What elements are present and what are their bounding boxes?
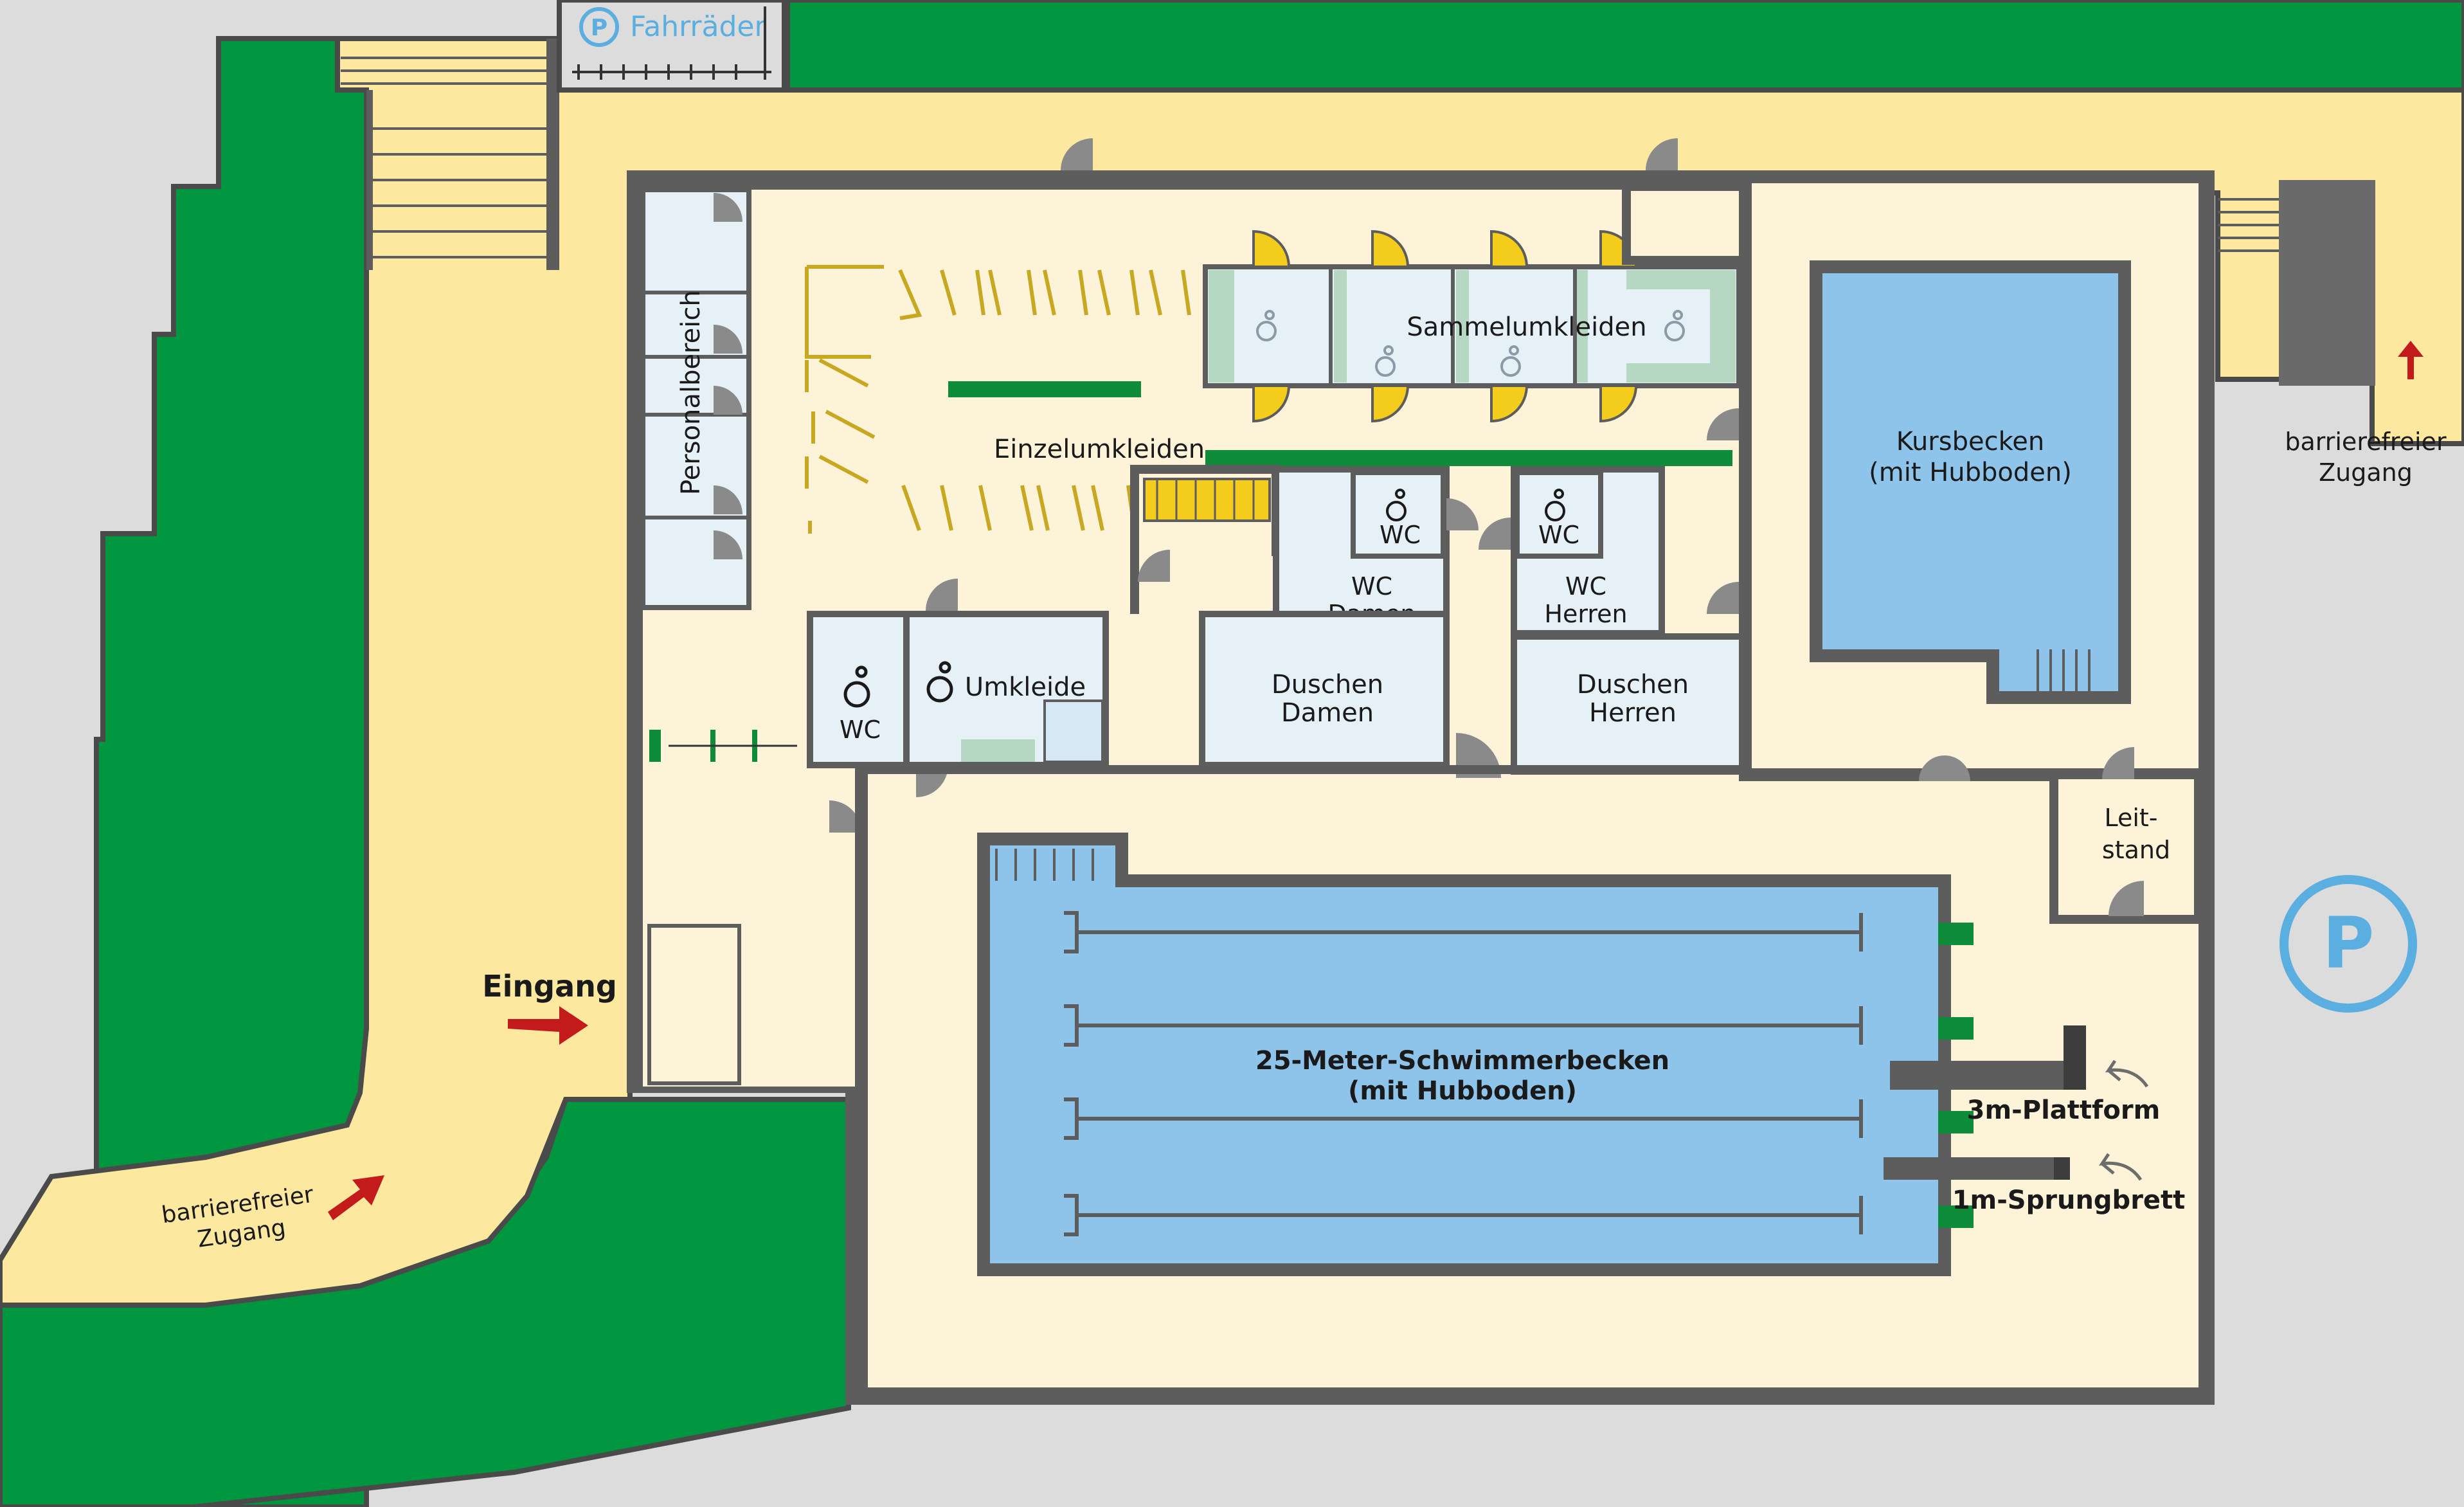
label-duschen-damen-2: Damen <box>1281 698 1374 728</box>
wall-sammel-kurs <box>1739 186 1752 598</box>
label-wc-herren-accessible: WC <box>1538 521 1579 549</box>
label-sammelumkleiden: Sammelumkleiden <box>1407 312 1646 342</box>
kursbecken-stairs <box>2037 649 2091 691</box>
kursbecken-water <box>1822 273 2118 691</box>
leitstand-door-bottom[interactable] <box>2109 881 2144 916</box>
label-duschen-damen-1: Duschen <box>1272 670 1383 699</box>
door-right-wc[interactable] <box>1707 582 1739 614</box>
wall-hall-top <box>855 765 1749 774</box>
umkleide-bench <box>961 739 1035 762</box>
entrance-arrow-icon <box>508 1006 588 1045</box>
parking-icon: P <box>2280 875 2417 1013</box>
parking-symbol-small: P <box>591 15 607 41</box>
entrance-turnstile <box>649 730 797 762</box>
exterior-door-1[interactable] <box>1061 138 1093 170</box>
label-sprungbrett: 1m-Sprungbrett <box>1952 1186 2186 1215</box>
wc-accessible-herren <box>1515 470 1603 559</box>
label-kursbecken: Kursbecken <box>1896 427 2045 456</box>
lane-dividers <box>1064 911 1863 1236</box>
label-zugang-right-2: Zugang <box>2319 458 2413 487</box>
starting-blocks <box>1938 923 1974 1228</box>
label-einzelumkleiden: Einzelumkleiden <box>994 435 1205 464</box>
main-pool-stairs <box>995 849 1094 881</box>
sammelumkleiden-benches <box>1209 270 1736 383</box>
label-wc-herren-1: WC <box>1565 572 1606 600</box>
personalbereich-doors[interactable] <box>714 193 742 559</box>
label-duschen-herren-1: Duschen <box>1577 670 1689 699</box>
parking-icon: P <box>579 7 619 47</box>
stair-wall-left <box>366 90 373 270</box>
stair-wall-right <box>546 39 559 270</box>
ramp-block-right <box>2279 180 2375 386</box>
wheelchair-icon <box>926 661 953 703</box>
door-wc-damen[interactable] <box>1446 498 1479 530</box>
bicycle-stand-icon <box>572 6 771 80</box>
door-wc-herren[interactable] <box>1479 518 1511 550</box>
diving-arrow-icon <box>2098 1153 2143 1181</box>
label-pool-sub: (mit Hubboden) <box>1348 1076 1577 1106</box>
wheelchair-icon <box>1386 489 1407 521</box>
label-leitstand-1: Leit- <box>2104 804 2157 832</box>
wall-hall-left <box>855 765 868 1093</box>
double-door[interactable] <box>1919 755 1970 781</box>
wheelchair-icon <box>1545 489 1565 521</box>
label-wc-herren-2: Herren <box>1544 600 1627 628</box>
storage-box-top <box>1622 182 1750 265</box>
door-corridor-left[interactable] <box>829 800 861 833</box>
label-eingang: Eingang <box>482 969 617 1004</box>
label-umkleide: Umkleide <box>965 672 1086 702</box>
label-plattform: 3m-Plattform <box>1967 1096 2161 1125</box>
label-personalbereich: Personalbereich <box>676 290 706 495</box>
wheelchair-icon <box>1256 310 1685 377</box>
bench-einzelumkleiden <box>948 381 1141 397</box>
parking-symbol-large: P <box>2323 902 2375 984</box>
door-umkleide[interactable] <box>926 579 958 611</box>
storage-lower-left <box>647 924 741 1085</box>
platform-3m <box>1890 1025 2086 1090</box>
wheelchair-icon <box>843 665 870 708</box>
bench-corridor <box>1205 450 1732 466</box>
entrance-arrow-icon <box>2398 341 2424 379</box>
einzelumkleiden-lockers <box>805 265 1191 534</box>
sammelumkleiden-dividers <box>1329 267 1577 386</box>
label-duschen-herren-2: Herren <box>1589 698 1677 728</box>
entrance-arrow-icon <box>328 1175 384 1220</box>
duschen-damen-room <box>1199 611 1450 768</box>
green-area-top <box>785 0 2464 96</box>
door-right-corridor[interactable] <box>1707 408 1739 440</box>
walkway <box>0 36 2464 1308</box>
diving-arrow-icon <box>2105 1060 2149 1088</box>
label-zugang-right-1: barrierefreier <box>2285 428 2447 456</box>
label-pool: 25-Meter-Schwimmerbecken <box>1255 1046 1669 1076</box>
leitstand-door-top[interactable] <box>2102 747 2134 779</box>
main-pool-water <box>990 845 1938 1263</box>
stairs-top <box>341 57 553 258</box>
label-wc-accessible: WC <box>840 716 881 744</box>
door-staircase[interactable] <box>1138 550 1170 582</box>
wc-accessible-damen <box>1351 470 1446 559</box>
label-wc-damen-1: WC <box>1351 572 1392 600</box>
label-leitstand-2: stand <box>2102 836 2170 864</box>
staircase <box>1143 478 1271 522</box>
label-fahrraeder: Fahrräder <box>630 10 766 43</box>
umkleide-shower <box>1043 699 1104 763</box>
stairs-right <box>2218 198 2279 252</box>
exterior-door-2[interactable] <box>1646 138 1678 170</box>
label-kursbecken-sub: (mit Hubboden) <box>1869 458 2072 487</box>
label-wc-damen-accessible: WC <box>1380 521 1421 549</box>
springboard-1m <box>1884 1157 2070 1180</box>
